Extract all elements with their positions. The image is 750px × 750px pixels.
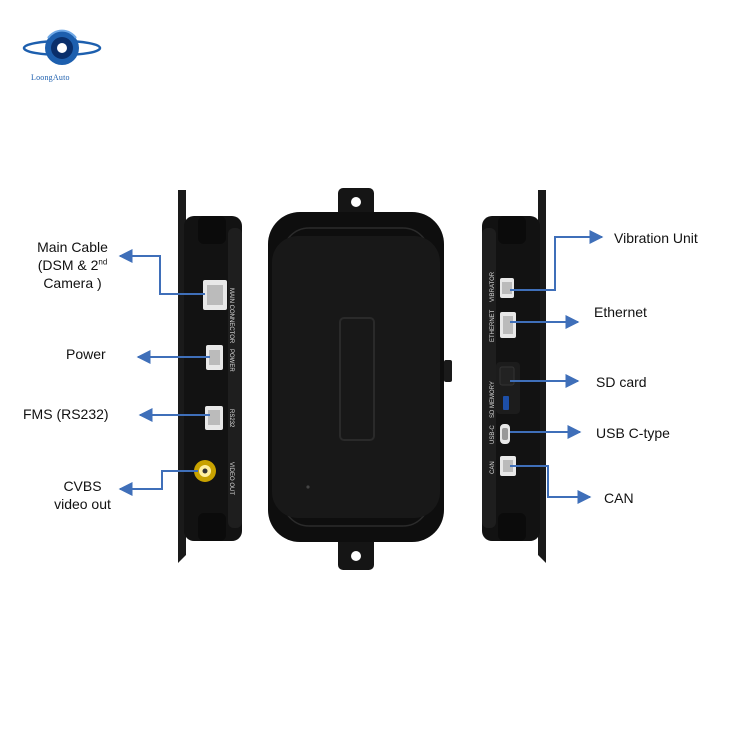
port-label-sd: SD MEMORY bbox=[490, 381, 496, 418]
label-main-cable-line2: (DSM & 2nd bbox=[30, 256, 115, 274]
label-power: Power bbox=[66, 346, 106, 362]
label-fms: FMS (RS232) bbox=[23, 406, 109, 422]
label-ethernet: Ethernet bbox=[594, 304, 647, 320]
arrow-can bbox=[510, 465, 592, 504]
left-side-view bbox=[178, 190, 242, 563]
port-label-vibrator: VIBRATOR bbox=[490, 271, 496, 302]
port-label-video: VIDEO OUT bbox=[228, 462, 234, 495]
port-label-ethernet: ETHERNET bbox=[490, 309, 496, 342]
port-label-can: CAN bbox=[490, 461, 496, 474]
label-main-cable-sup: nd bbox=[98, 257, 108, 267]
label-main-cable-line1: Main Cable bbox=[37, 239, 108, 255]
label-sd-card: SD card bbox=[596, 374, 647, 390]
label-vibration-unit: Vibration Unit bbox=[614, 230, 698, 246]
top-view bbox=[268, 188, 452, 570]
port-label-main: MAIN CONNECTOR bbox=[228, 288, 234, 344]
callout-arrows bbox=[118, 230, 604, 504]
right-side-view bbox=[482, 190, 546, 563]
logo-text: LoongAuto bbox=[31, 73, 70, 82]
port-label-rs232: RS232 bbox=[228, 409, 234, 428]
arrow-vibration bbox=[510, 230, 604, 291]
label-can: CAN bbox=[604, 490, 634, 506]
label-cvbs: CVBS video out bbox=[40, 477, 125, 513]
label-cvbs-line2: video out bbox=[54, 496, 111, 512]
arrow-main-cable bbox=[118, 249, 205, 295]
label-main-cable-line3: Camera ) bbox=[43, 275, 102, 291]
arrow-cvbs bbox=[118, 470, 198, 496]
port-label-power: POWER bbox=[228, 349, 234, 372]
brand-logo bbox=[22, 24, 102, 74]
label-main-cable: Main Cable (DSM & 2nd Camera ) bbox=[30, 238, 115, 292]
port-label-usbc: USB-C bbox=[490, 425, 496, 444]
label-cvbs-line1: CVBS bbox=[63, 478, 102, 494]
label-usb-c: USB C-type bbox=[596, 425, 670, 441]
label-main-cable-line2-text: (DSM & 2 bbox=[37, 257, 99, 273]
logo-icon bbox=[22, 29, 102, 65]
